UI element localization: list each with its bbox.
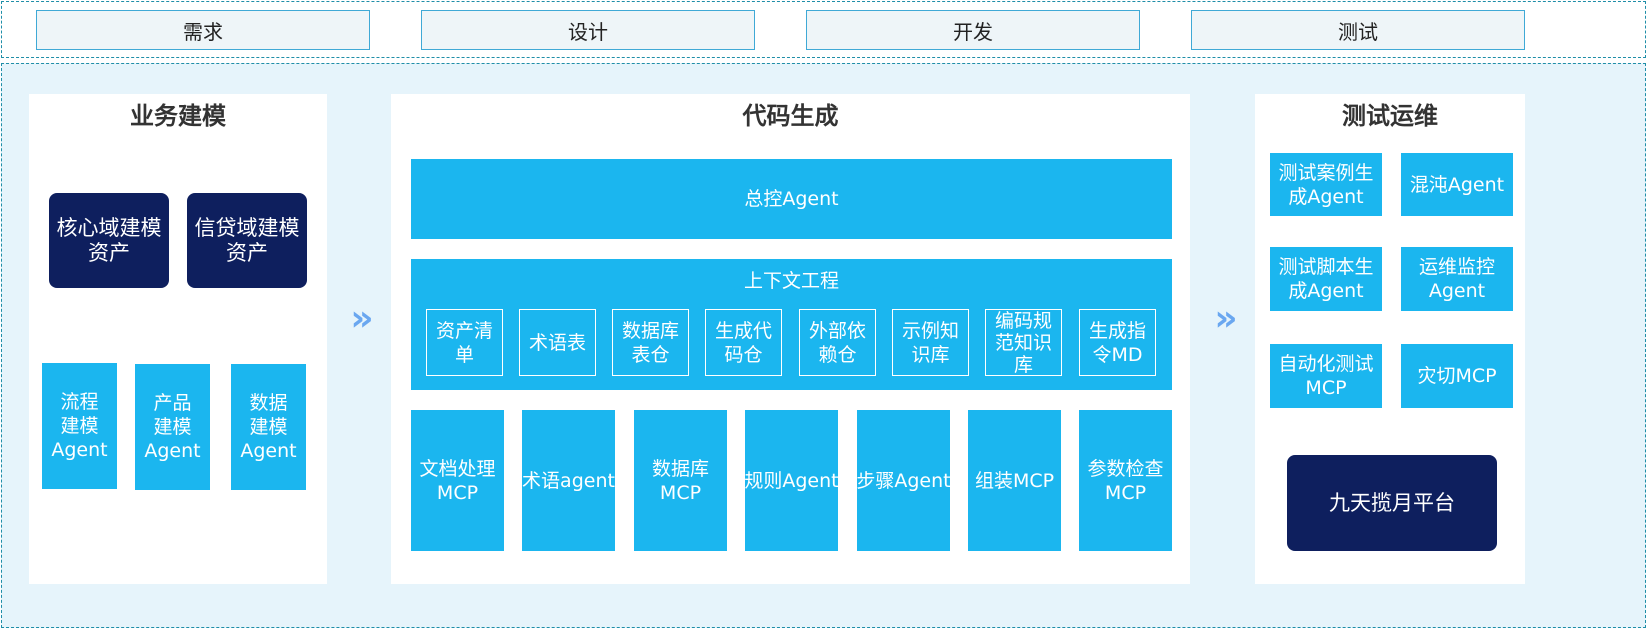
test-script-generation-agent: 测试脚本生 成Agent	[1270, 247, 1382, 311]
test-ops-title: 测试运维	[1342, 102, 1438, 130]
credit-domain-assets-box: 信贷域建模 资产	[187, 193, 307, 288]
tool-rule-agent: 规则Agent	[744, 410, 839, 551]
context-item-asset-list: 资产清 单	[426, 309, 503, 376]
tool-database-mcp: 数据库 MCP	[634, 410, 727, 551]
context-item-external-dependency-repo: 外部依 赖仓	[799, 309, 876, 376]
business-modeling-panel: 业务建模	[29, 94, 327, 584]
business-modeling-title: 业务建模	[130, 102, 226, 130]
phase-development: 开发	[806, 10, 1140, 50]
phase-requirements: 需求	[36, 10, 370, 50]
context-engineering-box: 上下文工程	[411, 259, 1172, 390]
tool-glossary-agent: 术语agent	[522, 410, 615, 551]
phase-design: 设计	[421, 10, 755, 50]
flow-arrow-2: »	[1214, 297, 1237, 339]
chaos-agent: 混沌Agent	[1401, 153, 1513, 216]
master-agent-box: 总控Agent	[411, 159, 1172, 239]
context-item-generation-instructions-md: 生成指 令MD	[1079, 309, 1156, 376]
data-modeling-agent: 数据 建模 Agent	[231, 364, 306, 490]
tool-parameter-check-mcp: 参数检查 MCP	[1079, 410, 1172, 551]
flow-arrow-1: »	[350, 297, 373, 339]
ops-monitoring-agent: 运维监控 Agent	[1401, 247, 1513, 311]
process-modeling-agent: 流程 建模 Agent	[42, 363, 117, 489]
context-item-coding-standards-kb: 编码规 范知识 库	[985, 309, 1062, 376]
test-case-generation-agent: 测试案例生 成Agent	[1270, 153, 1382, 216]
context-engineering-title: 上下文工程	[743, 270, 839, 292]
tool-document-processing-mcp: 文档处理 MCP	[411, 410, 504, 551]
code-generation-title: 代码生成	[742, 102, 839, 130]
product-modeling-agent: 产品 建模 Agent	[135, 364, 210, 490]
phase-testing: 测试	[1191, 10, 1525, 50]
context-item-generated-code-repo: 生成代 码仓	[705, 309, 782, 376]
tool-assembly-mcp: 组装MCP	[968, 410, 1061, 551]
disaster-failover-mcp: 灾切MCP	[1401, 344, 1513, 408]
core-domain-assets-box: 核心域建模 资产	[49, 193, 169, 288]
context-item-example-knowledge-base: 示例知 识库	[892, 309, 969, 376]
automation-test-mcp: 自动化测试 MCP	[1270, 344, 1382, 408]
jiutian-lanyue-platform: 九天揽月平台	[1287, 455, 1497, 551]
context-item-db-table-repo: 数据库 表仓	[612, 309, 689, 376]
tool-step-agent: 步骤Agent	[856, 410, 951, 551]
context-item-glossary: 术语表	[519, 309, 596, 376]
